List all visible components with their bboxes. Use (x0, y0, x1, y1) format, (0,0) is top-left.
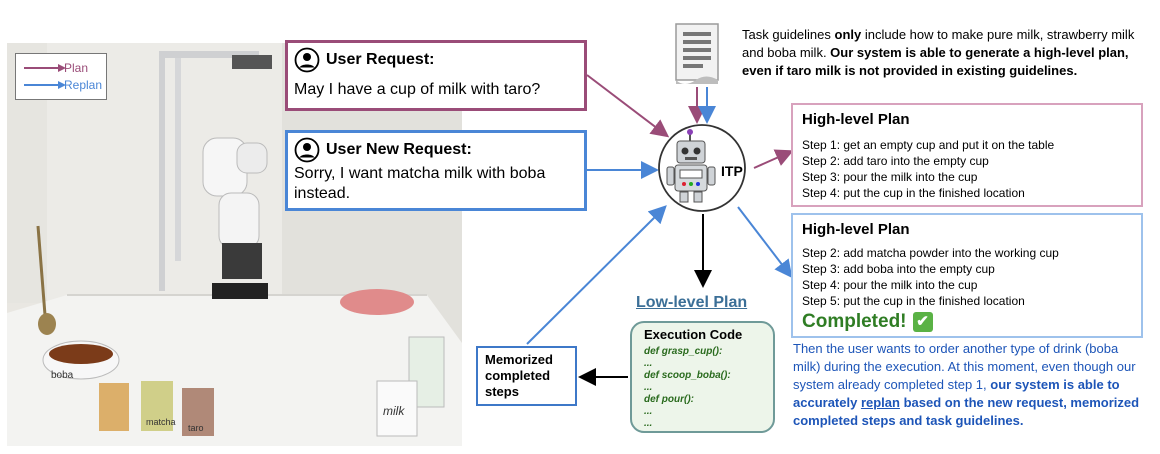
plan-step: Step 3: pour the milk into the cup (802, 170, 978, 184)
itp-label: ITP (721, 163, 743, 179)
user-new-request-line2: instead. (294, 185, 351, 202)
code-line: ... (644, 406, 653, 417)
plan-title: High-level Plan (802, 221, 910, 238)
execution-code-title: Execution Code (644, 327, 743, 342)
high-level-plan-box: High-level Plan Step 1: get an empty cup… (791, 103, 1143, 207)
plan-step: Step 2: add matcha powder into the worki… (802, 246, 1059, 260)
arrow-request-to-itp (586, 74, 670, 138)
user-icon (294, 47, 320, 73)
user-request-text: May I have a cup of milk with taro? (294, 81, 541, 98)
cup-label-taro: taro (188, 423, 204, 433)
plan-step: Step 5: put the cup in the finished loca… (802, 294, 1025, 308)
plan-step: Step 3: add boba into the empty cup (802, 262, 995, 276)
user-icon (294, 137, 320, 163)
plan-step: Step 4: put the cup in the finished loca… (802, 186, 1025, 200)
code-line: def scoop_boba(): (644, 370, 731, 381)
replan-high-level-plan-box: High-level Plan Step 2: add matcha powde… (791, 213, 1143, 338)
check-mark-icon: ✔ (912, 312, 933, 332)
replan-note: Then the user wants to order another typ… (793, 340, 1143, 430)
cup-label-milk: milk (383, 404, 405, 418)
plan-step: Step 1: get an empty cup and put it on t… (802, 138, 1055, 152)
guidelines-part3: include how to make pure milk, strawberr… (742, 27, 1135, 60)
plan-step: Step 2: add taro into the empty cup (802, 154, 989, 168)
guidelines-part4: Our system is able to generate a high-le… (742, 45, 1129, 78)
code-line: ... (644, 382, 653, 393)
code-line: def grasp_cup(): (644, 346, 723, 357)
document-icon (675, 23, 719, 84)
guidelines-text: Task guidelines only include how to make… (742, 26, 1142, 80)
arrow-itp-to-plan1 (753, 149, 794, 169)
memorized-line2: completed (485, 368, 551, 383)
arrow-itp-to-plan2 (737, 206, 793, 279)
low-level-plan-title: Low-level Plan (636, 294, 748, 311)
user-new-request-line1: Sorry, I want matcha milk with boba (294, 165, 546, 182)
code-line: def pour(): (644, 394, 694, 405)
memorized-steps-box: Memorized completed steps (476, 346, 577, 406)
execution-code-box: Execution Code def grasp_cup(): ... def … (630, 321, 775, 433)
memorized-line1: Memorized (485, 352, 553, 367)
arrow-memorized-to-itp (526, 205, 667, 345)
plan-step: Step 4: pour the milk into the cup (802, 278, 978, 292)
note-part3: replan (860, 395, 900, 410)
legend-plan-label: Plan (64, 61, 89, 75)
code-line: ... (644, 418, 653, 429)
user-new-request-title: User New Request: (326, 141, 472, 158)
robot-icon (658, 124, 746, 212)
user-new-request-box: User New Request: Sorry, I want matcha m… (285, 130, 587, 211)
completed-status: Completed! ✔ (802, 311, 933, 333)
plan-title: High-level Plan (802, 111, 910, 128)
completed-label: Completed! (802, 311, 907, 332)
itp-robot: ITP (655, 123, 754, 213)
note-part4: based on the new request, memorized comp… (793, 395, 1140, 428)
code-line: ... (644, 358, 653, 369)
guidelines-part1: Task guidelines (742, 27, 835, 42)
legend: Plan Replan (15, 53, 107, 100)
note-part1: Then the user wants to order another typ… (793, 341, 1136, 392)
cup-label-matcha: matcha (146, 417, 176, 427)
legend-replan-label: Replan (64, 78, 103, 92)
note-part2: our system is able to accurately (793, 377, 1120, 410)
guidelines-part2: only (834, 27, 862, 42)
cup-label-boba: boba (51, 370, 74, 381)
memorized-line3: steps (485, 384, 519, 399)
user-request-title: User Request: (326, 51, 435, 68)
user-request-box: User Request: May I have a cup of milk w… (285, 40, 587, 111)
